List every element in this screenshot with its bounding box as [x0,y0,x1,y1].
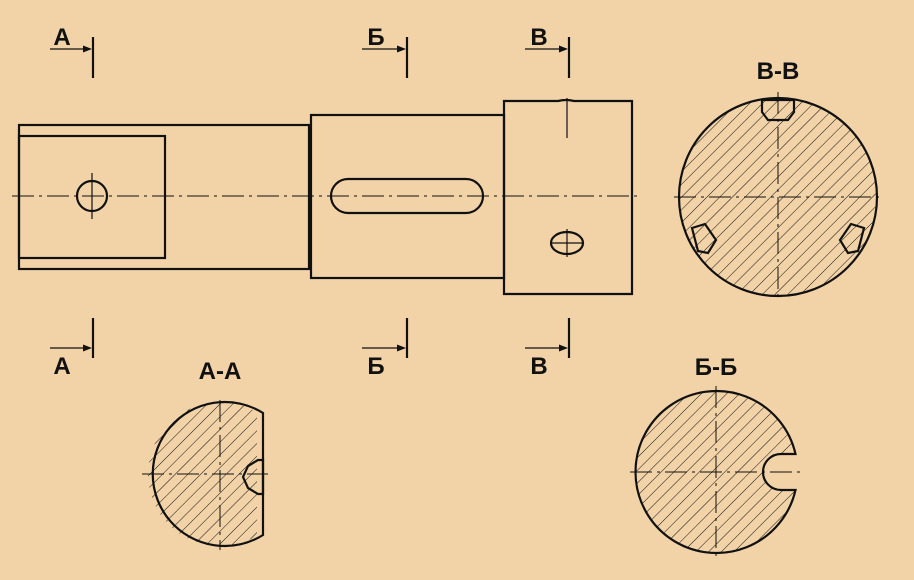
section-bb: Б-Б [630,354,803,558]
keyway-slot [329,177,485,215]
section-vv: В-В [674,58,884,302]
cut-label-v-top: В [530,24,547,51]
cut-mark-a-bottom: А [50,318,95,380]
cut-label-b-top: Б [367,24,384,51]
cut-mark-b-bottom: Б [362,318,409,380]
section-title-aa: А-А [199,358,242,385]
shaft-right-segment [502,98,634,296]
cut-mark-v-bottom: В [525,318,571,380]
cut-label-b-bottom: Б [367,353,384,380]
flat-face [17,134,167,260]
section-title-vv: В-В [757,58,800,85]
section-title-bb: Б-Б [695,354,738,381]
cut-label-a-top: А [53,24,70,51]
cut-label-v-bottom: В [530,353,547,380]
section-bb-outline [634,389,797,555]
shaft-main-view [12,98,640,296]
cut-mark-a-top: А [50,24,95,78]
cut-label-a-bottom: А [53,353,70,380]
cut-mark-b-top: Б [362,24,409,78]
section-aa-outline [151,400,265,548]
cut-mark-v-top: В [525,24,571,78]
section-aa: А-А [142,358,268,550]
